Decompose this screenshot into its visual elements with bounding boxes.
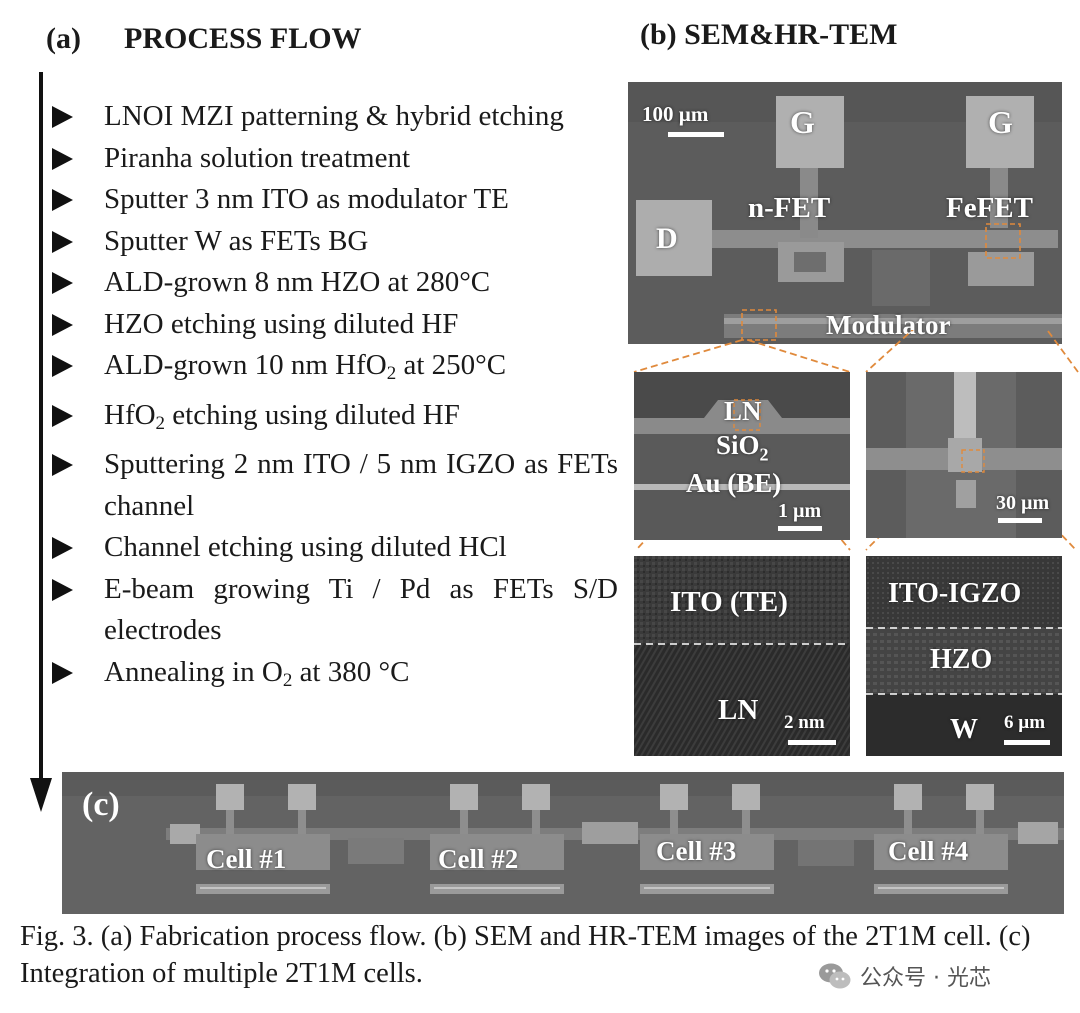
tem-right-label-bottom: W	[950, 714, 978, 745]
process-step: LNOI MZI patterning & hybrid etching	[52, 96, 618, 138]
watermark: 公众号 · 光芯	[818, 960, 991, 992]
step-text: Sputter W as FETs BG	[104, 224, 369, 257]
sem-label-nfet: n-FET	[748, 192, 831, 224]
tem-right-scale-label: 6 µm	[1004, 712, 1046, 733]
panel-c-label: (c)	[82, 786, 120, 823]
panel-a-label: (a)	[46, 22, 81, 55]
process-step: Sputter W as FETs BG	[52, 221, 618, 263]
triangle-bullet-icon	[52, 578, 73, 601]
process-flow-arrow-icon	[30, 72, 52, 812]
sem-scale-bar	[668, 132, 724, 137]
tem-left-scale-label: 2 nm	[784, 712, 825, 733]
step-text-post: at 250°C	[396, 349, 507, 381]
triangle-bullet-icon	[52, 404, 73, 427]
triangle-bullet-icon	[52, 355, 73, 377]
cross-section-label-au: Au (BE)	[686, 468, 782, 498]
sio2-subscript: 2	[759, 444, 769, 465]
tem-left-image: ITO (TE) LN 2 nm	[634, 556, 850, 756]
tem-right-scale-bar	[1004, 740, 1050, 745]
tem-left-label-bottom: LN	[718, 694, 759, 726]
step-text-subscript: 2	[282, 669, 293, 691]
sem-label-fefet: FeFET	[946, 192, 1033, 224]
step-text: Piranha solution treatment	[104, 141, 411, 174]
fefet-zoom-image: 30 µm	[866, 372, 1062, 538]
cell-label-3: Cell #3	[656, 836, 737, 866]
step-text-pre: Annealing in O	[104, 655, 283, 688]
panel-a-title: PROCESS FLOW	[124, 22, 362, 55]
sem-cross-section-image: LN SiO2 Au (BE) 1 µm	[634, 372, 850, 540]
step-text: Sputtering 2 nm ITO / 5 nm IGZO as FETs …	[104, 448, 618, 522]
process-step: Piranha solution treatment	[52, 138, 618, 180]
cell-label-4: Cell #4	[888, 836, 969, 866]
step-text: Sputter 3 nm ITO as modulator TE	[104, 183, 509, 215]
process-step: Annealing in O2 at 380 °C	[52, 652, 618, 702]
triangle-bullet-icon	[52, 661, 73, 684]
sem-label-g-right: G	[988, 104, 1013, 140]
process-step: Sputtering 2 nm ITO / 5 nm IGZO as FETs …	[52, 444, 618, 527]
tem-left-scale-bar	[788, 740, 836, 745]
triangle-bullet-icon	[52, 230, 73, 253]
step-text: HZO etching using diluted HF	[104, 307, 459, 340]
sem-label-d: D	[656, 222, 678, 255]
triangle-bullet-icon	[52, 106, 73, 128]
triangle-bullet-icon	[52, 537, 73, 559]
watermark-text: 公众号 · 光芯	[860, 966, 991, 991]
step-text-subscript: 2	[155, 412, 166, 434]
process-step-list: LNOI MZI patterning & hybrid etching Pir…	[52, 96, 618, 701]
process-step: HZO etching using diluted HF	[52, 304, 618, 346]
step-text-post: etching using diluted HF	[165, 398, 460, 431]
process-step: E-beam growing Ti / Pd as FETs S/D elect…	[52, 569, 618, 652]
sem-scale-label: 100 µm	[642, 102, 709, 126]
cell-label-2: Cell #2	[438, 844, 519, 874]
cross-section-label-sio2: SiO2	[716, 430, 769, 465]
step-text-pre: HfO	[104, 398, 156, 431]
step-text-subscript: 2	[386, 363, 397, 384]
figure-caption: Fig. 3. (a) Fabrication process flow. (b…	[20, 921, 1031, 989]
cross-section-scale-bar	[778, 526, 822, 531]
tem-right-image: ITO-IGZO HZO W 6 µm	[866, 556, 1062, 756]
sem-label-g-left: G	[790, 104, 815, 140]
triangle-bullet-icon	[52, 313, 73, 336]
step-text: ALD-grown 8 nm HZO at 280°C	[104, 266, 491, 298]
tem-right-label-middle: HZO	[930, 644, 993, 675]
panel-b-title: (b) SEM&HR-TEM	[640, 18, 898, 51]
step-text: E-beam growing Ti / Pd as FETs S/D elect…	[104, 572, 618, 647]
process-step: HfO2 etching using diluted HF	[52, 395, 618, 445]
process-step: Sputter 3 nm ITO as modulator TE	[52, 179, 618, 221]
triangle-bullet-icon	[52, 189, 73, 211]
sem-overview-image: 100 µm G G D n-FET FeFET Modulator	[628, 82, 1062, 344]
cross-section-scale-label: 1 µm	[778, 500, 822, 522]
step-text: Channel etching using diluted HCl	[104, 531, 507, 563]
process-step: Channel etching using diluted HCl	[52, 527, 618, 569]
sio2-text: SiO	[716, 430, 760, 460]
step-text: LNOI MZI patterning & hybrid etching	[104, 100, 564, 132]
triangle-bullet-icon	[52, 454, 73, 476]
tem-right-label-top: ITO-IGZO	[888, 578, 1022, 609]
cell-label-1: Cell #1	[206, 844, 287, 874]
process-step: ALD-grown 10 nm HfO2 at 250°C	[52, 345, 618, 395]
triangle-bullet-icon	[52, 272, 73, 294]
fefet-zoom-scale-bar	[998, 518, 1042, 523]
step-text-post: at 380 °C	[292, 655, 410, 688]
wechat-icon	[819, 963, 851, 989]
sem-label-modulator: Modulator	[826, 310, 951, 340]
tem-left-label-top: ITO (TE)	[670, 586, 788, 618]
triangle-bullet-icon	[52, 147, 73, 170]
cross-section-label-ln: LN	[724, 396, 762, 426]
multi-cell-sem-image: Cell #1 Cell #2 Cell #3 Cell #4	[62, 772, 1064, 914]
process-step: ALD-grown 8 nm HZO at 280°C	[52, 262, 618, 304]
fefet-zoom-scale-label: 30 µm	[996, 492, 1050, 514]
step-text-pre: ALD-grown 10 nm HfO	[104, 349, 387, 381]
